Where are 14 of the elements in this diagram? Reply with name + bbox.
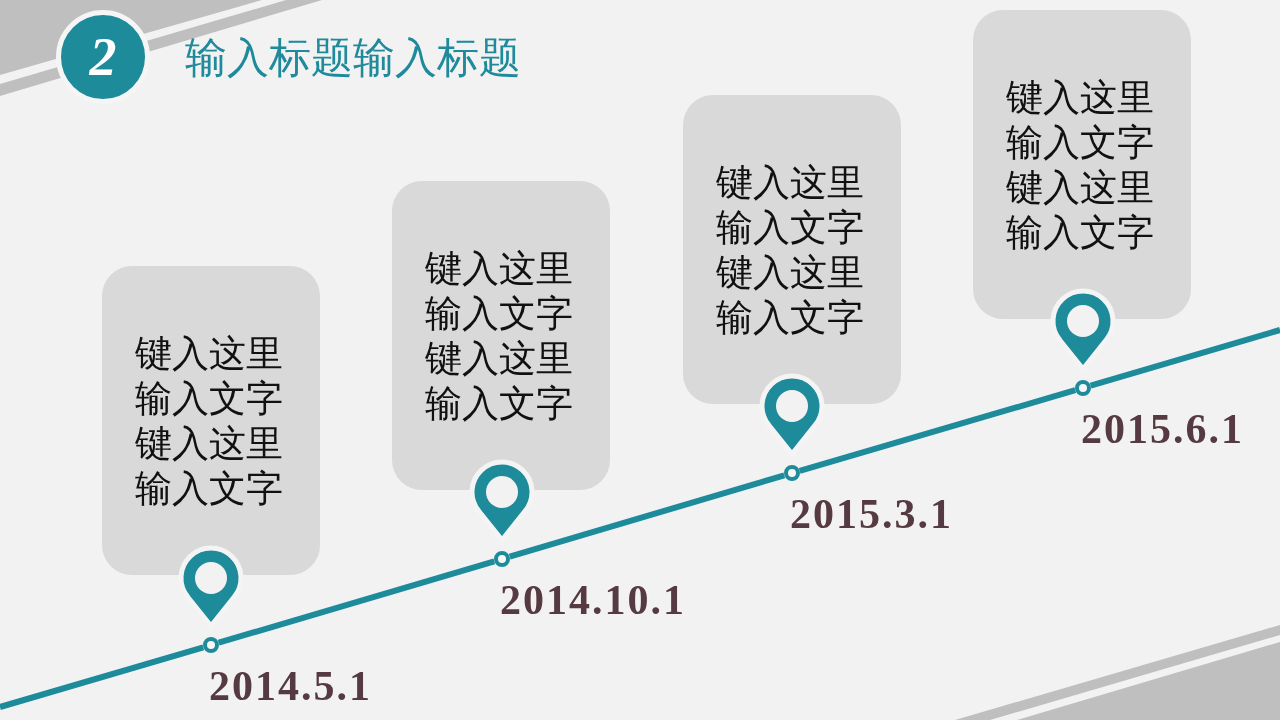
timeline-line	[508, 472, 786, 560]
date-label: 2014.5.1	[209, 665, 372, 707]
date-label: 2014.10.1	[500, 579, 686, 621]
text-box: 键入这里输入文字键入这里输入文字	[683, 95, 901, 404]
timeline-line	[0, 644, 205, 710]
text-box: 键入这里输入文字键入这里输入文字	[973, 10, 1191, 319]
date-label: 2015.6.1	[1081, 408, 1244, 450]
timeline-line	[217, 558, 496, 646]
timeline-line	[1089, 327, 1280, 389]
timeline-line	[798, 387, 1077, 474]
date-label: 2015.3.1	[790, 493, 953, 535]
text-box: 键入这里输入文字键入这里输入文字	[102, 266, 320, 575]
title: 输入标题输入标题	[185, 33, 521, 83]
text-box: 键入这里输入文字键入这里输入文字	[392, 181, 610, 490]
